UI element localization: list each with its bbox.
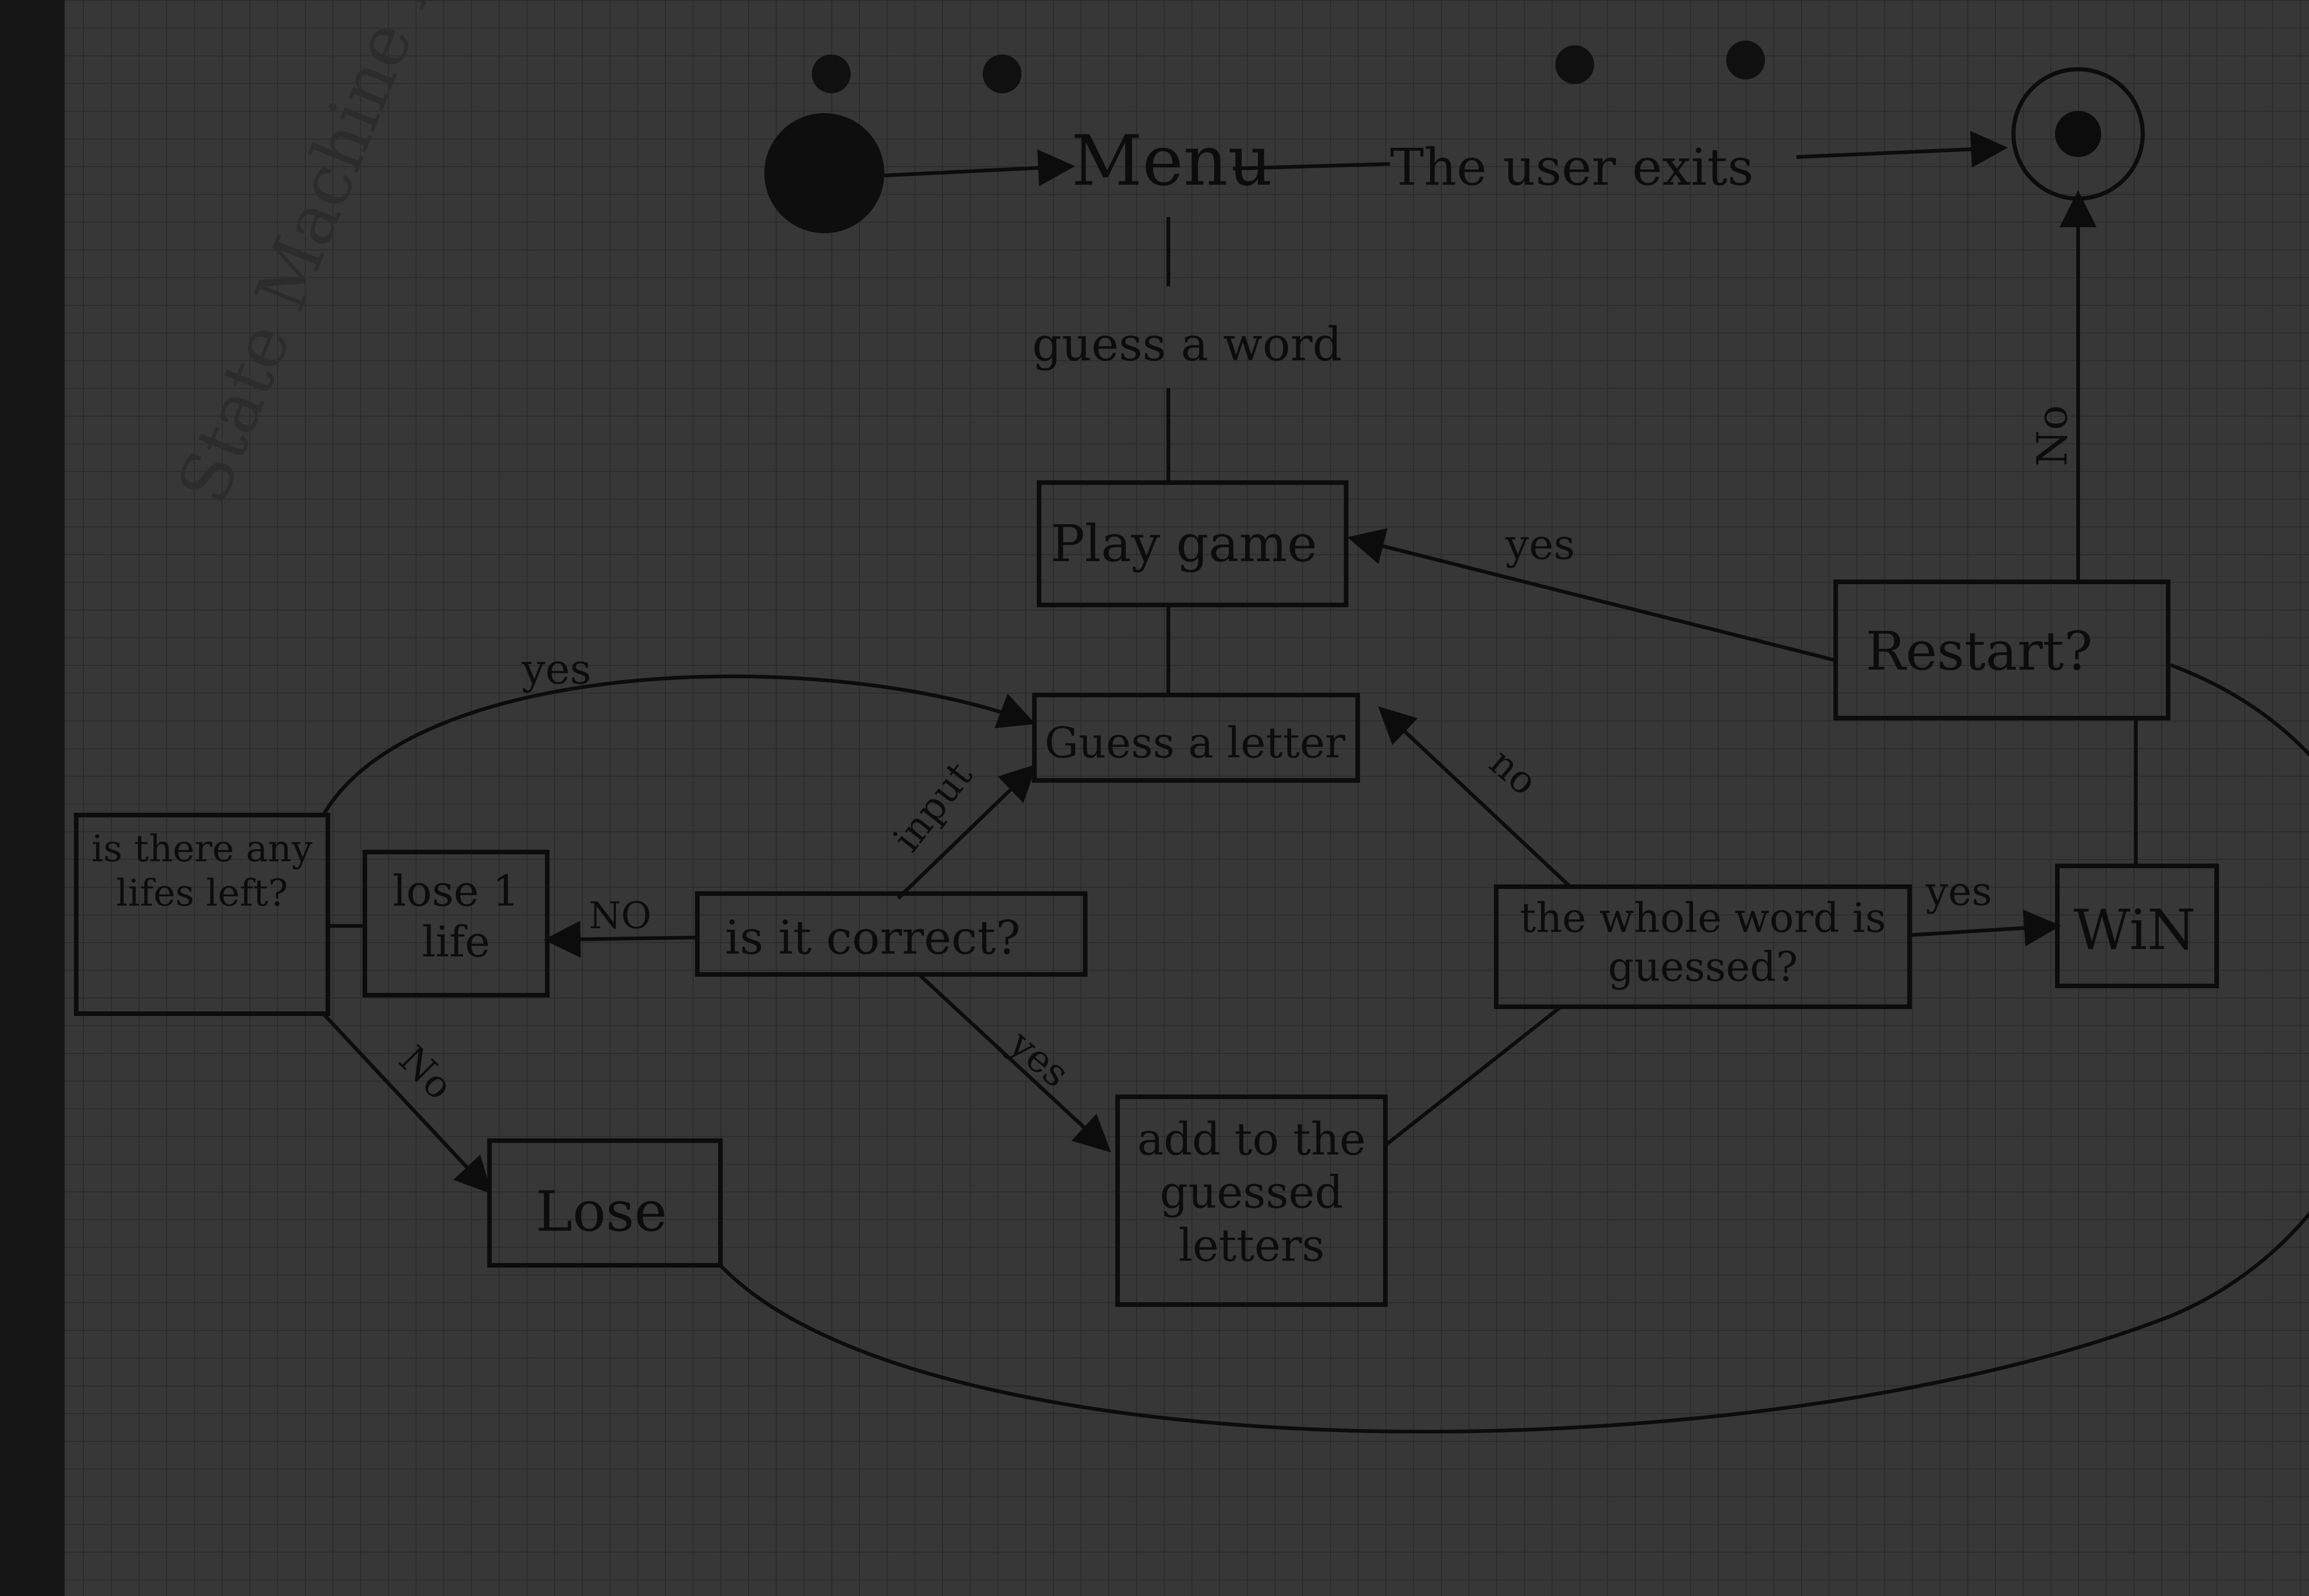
edge-lives-guess <box>321 674 1036 816</box>
state-word-guessed-label-box: the whole word is guessed? <box>1519 894 1886 991</box>
state-lose-life-label: lose 1 life <box>393 866 520 967</box>
edge-add-word <box>1384 1005 1562 1147</box>
grid-pattern <box>65 0 2309 1596</box>
state-lose <box>487 1138 723 1268</box>
edge-menu-exit-line <box>1233 162 1390 170</box>
desk-edge <box>0 0 65 1596</box>
edge-correct-add <box>918 973 1111 1153</box>
state-lose-life-label-box: lose 1 life <box>393 866 520 967</box>
state-restart-label: Restart? <box>1866 621 2092 683</box>
state-add-letters-label-box: add to the guessed letters <box>1137 1113 1366 1272</box>
edge-lives-lose <box>322 1012 492 1194</box>
edge-word-guess <box>1378 706 1572 888</box>
edge-word-win <box>1909 909 2061 947</box>
transition-guess-word: guess a word <box>1032 317 1342 371</box>
state-add-letters <box>1115 1094 1388 1307</box>
binder-hole <box>812 54 851 93</box>
state-restart <box>1833 580 2170 720</box>
state-lives-left <box>74 813 330 1016</box>
binder-hole <box>1726 41 1765 79</box>
binder-hole <box>983 54 1022 93</box>
transition-yes-lives: yes <box>521 645 591 694</box>
edge-correct-guess <box>897 764 1037 900</box>
transition-yes-word: yes <box>1925 869 1992 915</box>
transition-yes-restart: yes <box>1505 520 1575 569</box>
state-win-label: WiN <box>2073 898 2196 962</box>
state-is-correct-label: is it correct? <box>725 911 1021 965</box>
transition-user-exits: The user exits <box>1390 138 1753 197</box>
final-state-dot <box>2055 111 2101 157</box>
state-lose-label: Lose <box>536 1180 667 1244</box>
state-word-guessed <box>1494 884 1912 1009</box>
edge-lose-restart-loop <box>719 663 2309 1434</box>
state-add-letters-label: add to the guessed letters <box>1137 1113 1366 1272</box>
state-guess-letter-label: Guess a letter <box>1045 718 1345 768</box>
state-guess-letter <box>1032 693 1360 783</box>
edge-start-menu <box>884 149 1075 187</box>
state-is-correct <box>695 891 1088 977</box>
initial-state <box>764 113 884 233</box>
state-menu-label: Menu <box>1071 121 1273 201</box>
transition-no-correct: NO <box>589 894 652 937</box>
state-play-game <box>1037 480 1348 607</box>
edge-restart-play <box>1347 528 1836 662</box>
binder-hole <box>1555 45 1594 84</box>
state-lives-left-label: is there any lifes left? <box>91 827 313 914</box>
transition-no-restart: No <box>2028 405 2077 466</box>
state-word-guessed-label: the whole word is guessed? <box>1519 894 1886 991</box>
state-lives-left-label-box: is there any lifes left? <box>91 827 313 914</box>
edge-exit-final <box>1796 131 2008 168</box>
edge-correct-loselife <box>544 920 698 958</box>
state-play-game-label: Play game <box>1051 514 1317 573</box>
